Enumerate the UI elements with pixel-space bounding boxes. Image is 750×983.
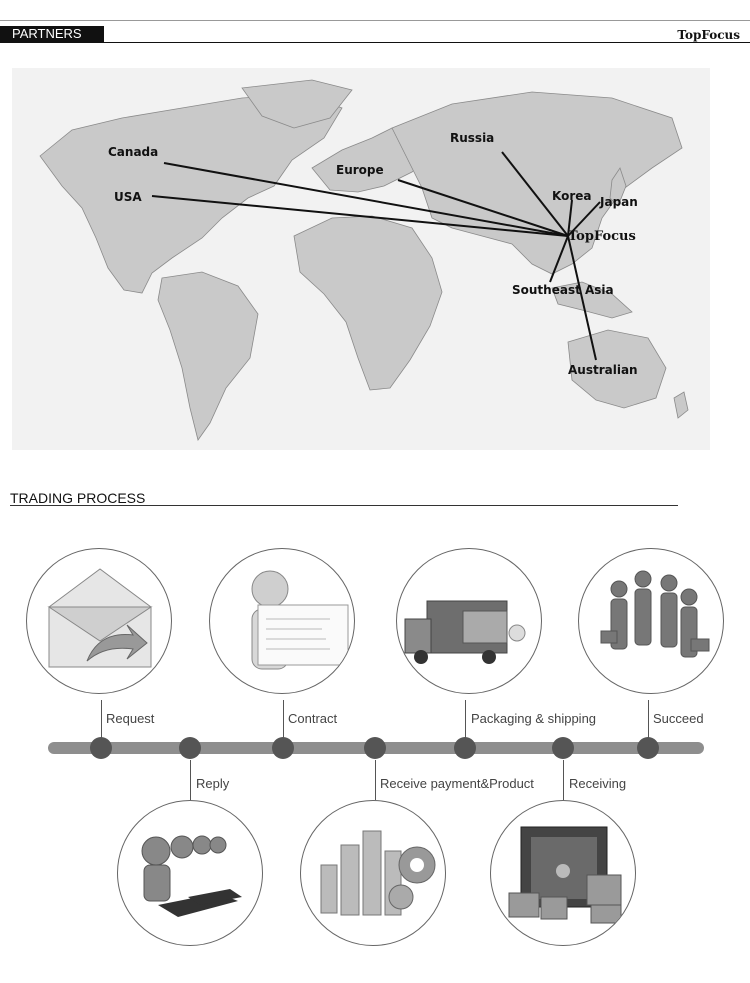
line-australia <box>567 235 597 361</box>
receive-payment-image <box>300 800 446 946</box>
line-russia <box>501 151 569 237</box>
call-center-icon <box>141 835 242 917</box>
receiving-image <box>490 800 636 946</box>
brand-logo: TopFocus <box>677 28 740 42</box>
label-japan: Japan <box>599 195 638 209</box>
step-succeed: Succeed <box>653 711 704 726</box>
node-packaging <box>454 737 476 759</box>
step-request: Request <box>106 711 155 726</box>
node-receiving <box>552 737 574 759</box>
continents <box>39 79 689 441</box>
trading-process-title: TRADING PROCESS <box>10 490 146 506</box>
node-reply <box>179 737 201 759</box>
step-reply: Reply <box>196 776 230 791</box>
header-bottom-rule <box>0 42 750 43</box>
warehouse-boxes-icon <box>508 826 622 924</box>
label-korea: Korea <box>552 189 592 203</box>
label-australian: Australian <box>568 363 638 377</box>
world-map-graphic: Canada USA Europe Russia Korea Japan Sou… <box>39 79 689 441</box>
step-packaging-shipping: Packaging & shipping <box>471 711 597 726</box>
label-southeast-asia: Southeast Asia <box>512 283 614 297</box>
line-southeast-asia <box>549 235 569 283</box>
request-image <box>26 548 172 694</box>
line-canada <box>163 162 569 237</box>
section-tab-partners: PARTNERS <box>0 26 104 42</box>
label-canada: Canada <box>108 145 158 159</box>
reply-image <box>117 800 263 946</box>
trading-process-rule <box>10 505 678 506</box>
stem-reply <box>190 760 191 800</box>
node-receive-payment <box>364 737 386 759</box>
step-receiving: Receiving <box>569 776 627 791</box>
label-russia: Russia <box>450 131 494 145</box>
stem-succeed <box>648 700 649 740</box>
line-usa <box>151 195 569 237</box>
contract-figure-icon <box>251 570 349 670</box>
line-korea <box>567 199 573 237</box>
node-contract <box>272 737 294 759</box>
stem-request <box>101 700 102 740</box>
stem-contract <box>283 700 284 740</box>
partners-world-map: Canada USA Europe Russia Korea Japan Sou… <box>12 68 710 450</box>
label-topfocus-hub: TopFocus <box>568 229 636 244</box>
label-europe: Europe <box>336 163 384 177</box>
step-contract: Contract <box>288 711 338 726</box>
step-receive-payment: Receive payment&Product <box>380 776 534 791</box>
stem-receiving <box>563 760 564 800</box>
succeed-image <box>578 548 724 694</box>
envelope-icon <box>47 568 153 668</box>
delivery-truck-icon <box>404 600 526 664</box>
packaging-shipping-image <box>396 548 542 694</box>
stem-receive-payment <box>375 760 376 800</box>
coins-gears-icon <box>320 830 436 916</box>
node-request <box>90 737 112 759</box>
connection-lines <box>151 151 601 361</box>
label-usa: USA <box>114 190 142 204</box>
node-succeed <box>637 737 659 759</box>
header-top-rule <box>0 20 750 21</box>
contract-image <box>209 548 355 694</box>
line-japan <box>567 201 601 237</box>
line-europe <box>397 179 569 237</box>
team-handshake-icon <box>600 570 710 658</box>
stem-packaging <box>465 700 466 740</box>
